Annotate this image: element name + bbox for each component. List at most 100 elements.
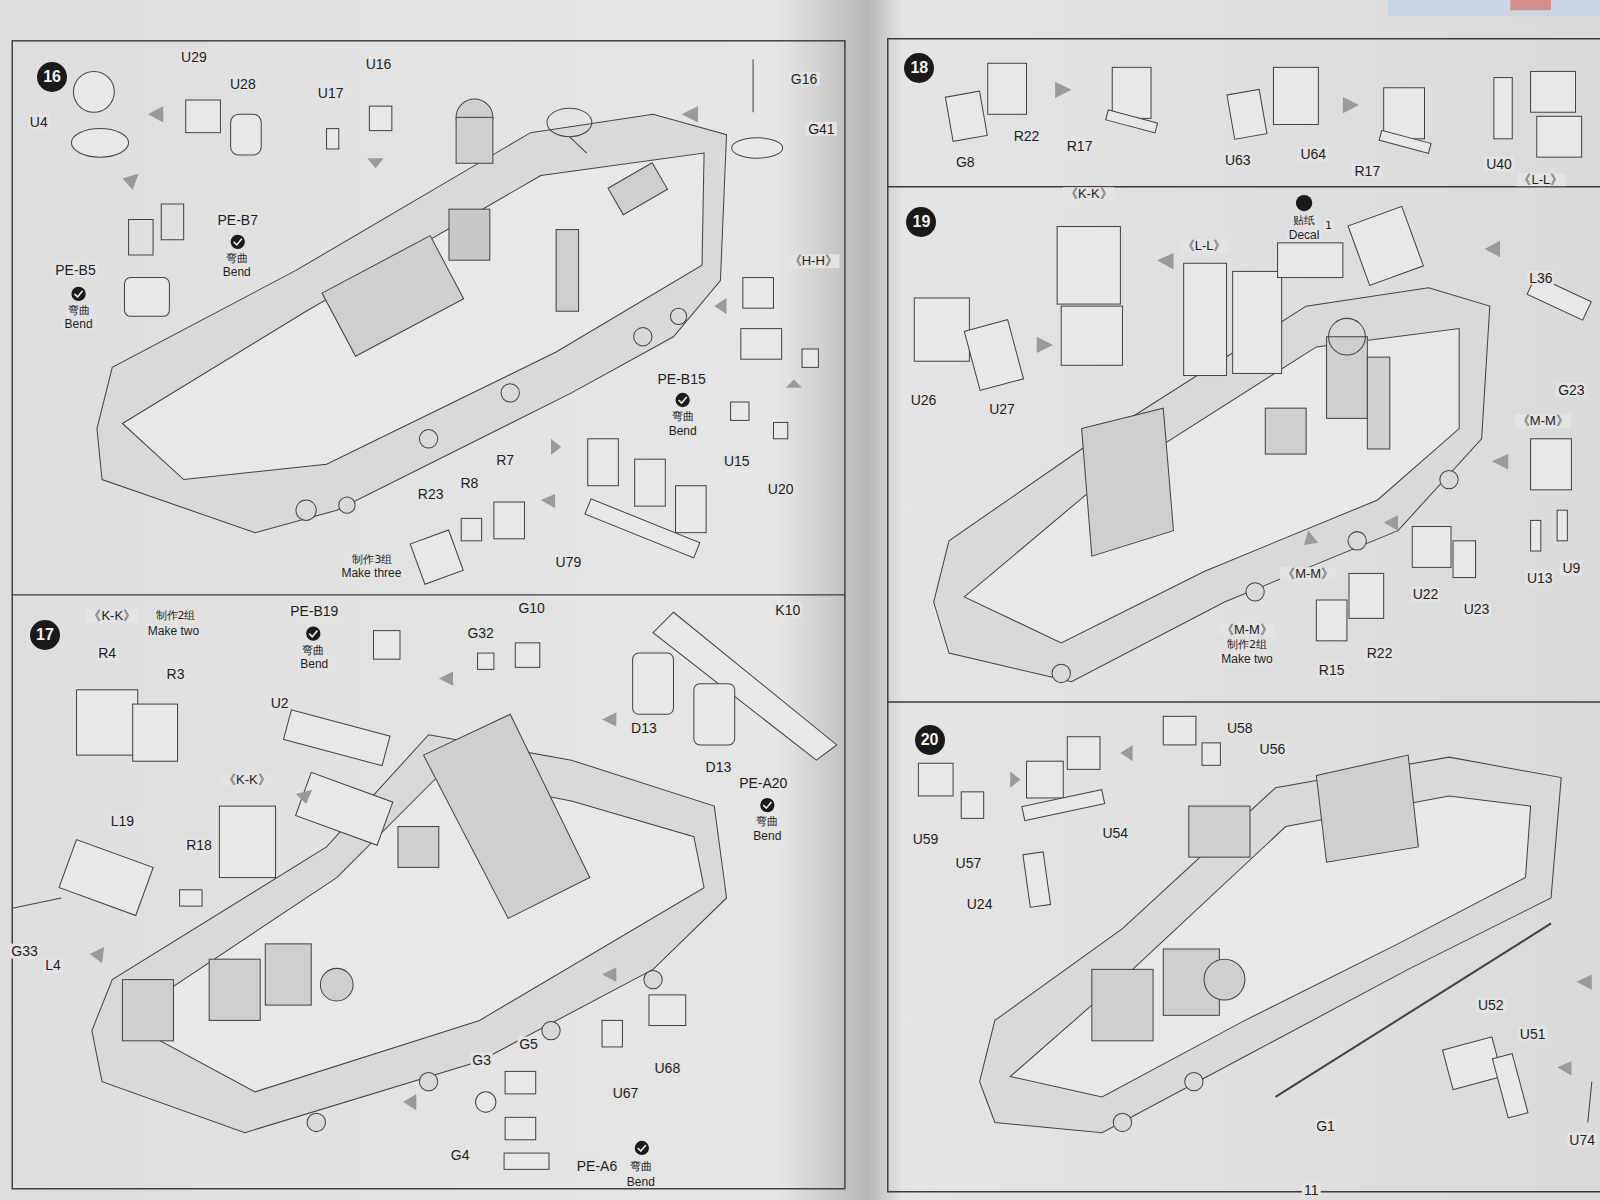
part-number: G32 bbox=[465, 625, 495, 640]
part-number: U74 bbox=[1567, 1132, 1597, 1147]
part-number: U9 bbox=[1560, 561, 1582, 576]
subassembly-label: 《K-K》 bbox=[86, 609, 138, 623]
subassembly-label: 《L-L》 bbox=[1180, 239, 1229, 253]
part-number: L4 bbox=[43, 958, 63, 973]
bend-note: Bend bbox=[667, 424, 699, 437]
step-number: 16 bbox=[37, 62, 67, 92]
bend-note: Bend bbox=[221, 266, 253, 279]
part-number: R8 bbox=[458, 475, 480, 490]
part-number: PE-B19 bbox=[288, 604, 340, 619]
bend-note: Make two bbox=[146, 624, 201, 637]
part-number: PE-B5 bbox=[53, 263, 97, 278]
part-number: G16 bbox=[789, 71, 819, 86]
part-number: G23 bbox=[1556, 382, 1586, 397]
part-number: R3 bbox=[165, 667, 187, 682]
part-number: K10 bbox=[773, 603, 802, 618]
part-number: L19 bbox=[109, 814, 136, 829]
subassembly-label: 《M-M》 bbox=[1219, 623, 1275, 637]
part-number: R17 bbox=[1353, 164, 1383, 179]
part-number: U16 bbox=[364, 57, 394, 72]
chinese-note: 制作3组 bbox=[350, 554, 394, 566]
chinese-note: 贴纸 bbox=[1291, 216, 1317, 228]
chinese-note: 弯曲 bbox=[300, 645, 326, 657]
part-number: U27 bbox=[987, 402, 1017, 417]
part-number: R22 bbox=[1012, 128, 1042, 143]
step-label: 20 bbox=[921, 731, 939, 749]
part-number: R22 bbox=[1365, 646, 1395, 661]
part-number: R23 bbox=[416, 487, 446, 502]
step-label: 18 bbox=[910, 59, 928, 77]
part-number: U59 bbox=[911, 831, 941, 846]
part-number: U67 bbox=[611, 1086, 641, 1101]
part-number: U26 bbox=[909, 393, 939, 408]
chinese-note: 制作2组 bbox=[154, 611, 198, 623]
step-number: 20 bbox=[915, 725, 945, 755]
part-number: U20 bbox=[766, 481, 796, 496]
step-number: 19 bbox=[906, 207, 936, 237]
part-number: U51 bbox=[1518, 1026, 1548, 1041]
part-number: U57 bbox=[954, 856, 984, 871]
part-number: U22 bbox=[1411, 587, 1441, 602]
part-number: U23 bbox=[1462, 602, 1492, 617]
part-number: PE-B15 bbox=[656, 371, 708, 386]
bend-note: Make three bbox=[339, 567, 403, 580]
part-number: R4 bbox=[96, 646, 118, 661]
part-number: D13 bbox=[629, 720, 659, 735]
part-number: U79 bbox=[554, 555, 584, 570]
part-number: U40 bbox=[1484, 157, 1514, 172]
part-number: U13 bbox=[1525, 570, 1555, 585]
part-number: U17 bbox=[316, 86, 346, 101]
part-number: R17 bbox=[1065, 139, 1095, 154]
part-number: U52 bbox=[1476, 998, 1506, 1013]
part-number: PE-B7 bbox=[216, 213, 260, 228]
chinese-note: 弯曲 bbox=[754, 817, 780, 829]
part-number: G4 bbox=[449, 1148, 472, 1163]
subassembly-label: 《L-L》 bbox=[1516, 173, 1565, 187]
step-label: 17 bbox=[36, 626, 54, 644]
subassembly-label: 《H-H》 bbox=[787, 254, 840, 268]
step-number: 18 bbox=[904, 53, 934, 83]
part-number: U24 bbox=[965, 897, 995, 912]
part-number: PE-A6 bbox=[575, 1159, 619, 1174]
subassembly-label: 《M-M》 bbox=[1280, 568, 1336, 582]
bend-note: Bend bbox=[625, 1175, 657, 1188]
part-number: R18 bbox=[184, 838, 214, 853]
subassembly-label: 《M-M》 bbox=[1515, 415, 1571, 429]
chinese-note: 弯曲 bbox=[670, 412, 696, 424]
subassembly-label: 《K-K》 bbox=[1063, 187, 1115, 201]
part-number: R15 bbox=[1317, 663, 1347, 678]
bend-note: Decal bbox=[1287, 228, 1322, 241]
bend-note: Bend bbox=[63, 318, 95, 331]
part-number: U56 bbox=[1258, 742, 1288, 757]
step-label: 16 bbox=[43, 68, 61, 86]
bend-note: Bend bbox=[751, 829, 783, 842]
part-number: G5 bbox=[517, 1037, 540, 1052]
part-number: L36 bbox=[1527, 270, 1554, 285]
part-number: U2 bbox=[269, 696, 291, 711]
part-number: G3 bbox=[470, 1053, 493, 1068]
part-number: U68 bbox=[653, 1061, 683, 1076]
chinese-note: 弯曲 bbox=[66, 305, 92, 317]
step-label: 19 bbox=[913, 213, 931, 231]
part-number: G10 bbox=[516, 601, 546, 616]
part-number: G33 bbox=[9, 944, 39, 959]
part-number: U15 bbox=[722, 454, 752, 469]
part-number: U28 bbox=[228, 76, 258, 91]
part-number: G8 bbox=[954, 155, 977, 170]
part-number: U4 bbox=[28, 115, 50, 130]
subassembly-label: 《K-K》 bbox=[221, 773, 273, 787]
chinese-note: 弯曲 bbox=[224, 253, 250, 265]
part-number: 11 bbox=[1302, 1182, 1321, 1197]
part-number: R7 bbox=[494, 453, 516, 468]
chinese-note: 1 bbox=[1323, 220, 1334, 232]
part-number: PE-A20 bbox=[737, 775, 789, 790]
part-number: U54 bbox=[1100, 825, 1130, 840]
part-number: U63 bbox=[1223, 153, 1253, 168]
part-number: G1 bbox=[1314, 1118, 1337, 1133]
step-number: 17 bbox=[30, 620, 60, 650]
chinese-note: 弯曲 bbox=[628, 1162, 654, 1174]
part-number: U58 bbox=[1225, 720, 1255, 735]
bend-note: Make two bbox=[1219, 653, 1274, 666]
